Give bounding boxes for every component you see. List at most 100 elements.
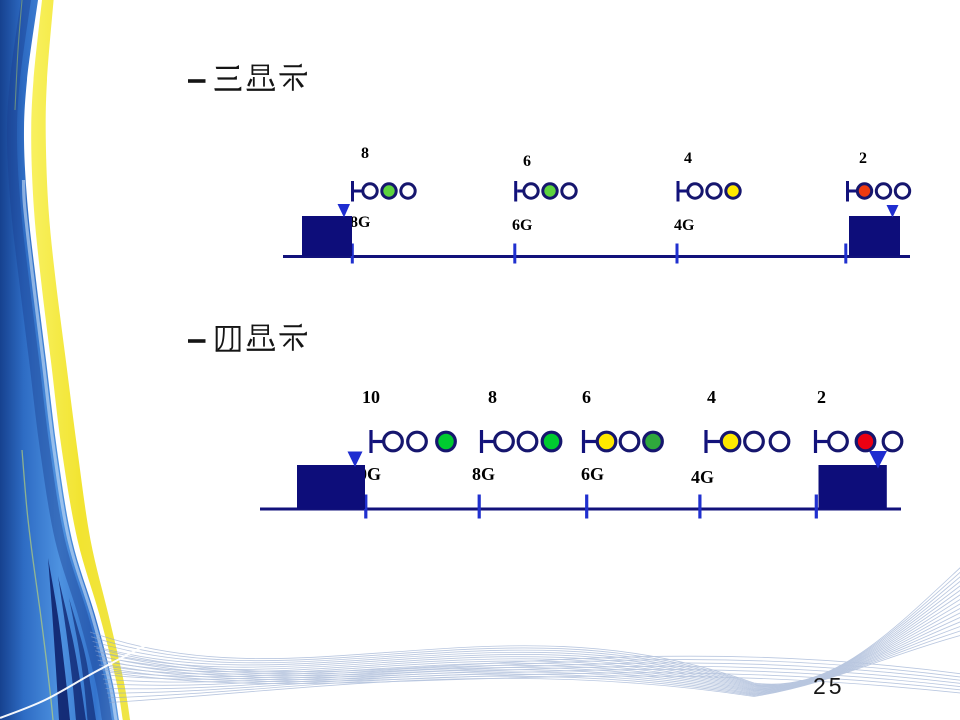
signal-2: [813, 430, 904, 453]
signal-number-label: 8: [361, 145, 369, 162]
signal-mast: [479, 430, 484, 453]
signal-light: [855, 182, 874, 200]
ribbon-blue-band: [0, 0, 119, 720]
signal-light: [854, 430, 877, 453]
signal-light: [686, 182, 704, 200]
bullet-dash: [188, 79, 206, 83]
ribbon-dark-streak: [58, 576, 86, 720]
block-label: 6G: [512, 217, 533, 234]
train-icon: [302, 216, 352, 256]
section-title-three-aspect: [188, 63, 307, 91]
signal-4: [676, 181, 742, 202]
signal-light: [406, 430, 428, 453]
signal-number-label: 10: [362, 387, 380, 407]
ribbon-yellow-band: [31, 0, 131, 720]
ribbon-green-line: [21, 449, 54, 720]
signal-arm: [817, 439, 829, 444]
signal-mast: [813, 430, 818, 453]
signal-light: [705, 182, 723, 200]
signal-arm: [372, 439, 384, 444]
signal-2: [846, 181, 912, 202]
signal-arm: [679, 189, 688, 193]
train-position-arrow-icon: [886, 205, 899, 218]
block-boundary-tick: [477, 494, 481, 519]
block-boundary-tick: [675, 243, 679, 264]
block-boundary-tick: [513, 243, 517, 264]
signal-light: [399, 182, 417, 200]
signal-light: [642, 430, 664, 453]
track-line: [283, 255, 910, 258]
signal-arm: [354, 189, 363, 193]
train-icon: [297, 465, 365, 509]
signal-mast: [846, 181, 849, 202]
section-title-four-aspect: [188, 323, 307, 352]
signal-arm: [483, 439, 495, 444]
signal-light: [493, 430, 515, 453]
train-icon: [849, 216, 900, 256]
left-ribbon-decoration: [0, 0, 131, 720]
signal-number-label: 4: [684, 150, 692, 167]
signal-10: [369, 430, 457, 453]
signal-number-label: 6: [523, 153, 531, 170]
train-position-arrow-icon: [337, 204, 350, 218]
block-boundary-tick: [814, 494, 818, 519]
bullet-dash: [188, 339, 206, 343]
track-line: [260, 507, 901, 511]
train-position-arrow-icon: [347, 451, 363, 467]
signal-arm: [707, 439, 721, 444]
signal-mast: [676, 181, 680, 202]
block-label: 8G: [350, 214, 371, 231]
ribbon-dark-streak: [48, 558, 70, 720]
block-label: 6G: [581, 464, 605, 484]
ribbon-green-line-top: [14, 0, 23, 111]
signal-light: [595, 430, 618, 453]
signal-light: [719, 430, 742, 453]
title-glyph-san: [214, 65, 242, 91]
signal-light: [382, 430, 404, 453]
signal-light: [874, 182, 893, 200]
signal-number-label: 6: [582, 387, 591, 407]
train-icon: [818, 465, 887, 509]
block-boundary-tick: [698, 494, 702, 519]
signal-light: [893, 182, 912, 200]
signal-number-label: 4: [707, 387, 716, 407]
signal-mast: [581, 430, 586, 453]
block-boundary-tick: [844, 243, 848, 264]
title-glyph-si: [215, 326, 241, 352]
signal-light: [522, 182, 540, 200]
signal-light: [743, 430, 765, 453]
signal-number-label: 2: [859, 150, 867, 167]
train-position-arrow-icon: [869, 451, 887, 469]
block-boundary-tick: [364, 494, 368, 519]
signal-light: [881, 430, 904, 453]
signal-light: [724, 182, 742, 200]
signal-arm: [517, 189, 524, 193]
signal-light: [380, 182, 398, 200]
page-number: 25: [813, 673, 845, 699]
signal-light: [827, 430, 849, 453]
signal-light: [560, 182, 578, 200]
footer-wave-lines: [89, 567, 960, 703]
signal-light: [541, 182, 559, 200]
signal-mast: [369, 430, 373, 453]
ribbon-dark-streak: [69, 598, 96, 720]
block-boundary-tick: [585, 494, 589, 519]
signal-mast: [704, 430, 708, 453]
signal-light: [361, 182, 379, 200]
signal-arm: [849, 189, 858, 193]
signal-light: [516, 430, 539, 453]
signal-light: [768, 430, 791, 453]
block-label: 4G: [674, 217, 695, 234]
signal-6: [514, 181, 578, 202]
signal-light: [435, 430, 457, 453]
block-boundary-tick: [350, 243, 354, 264]
signal-arm: [585, 439, 597, 444]
signal-light: [618, 430, 641, 453]
signal-light: [540, 430, 563, 453]
signal-4: [704, 430, 791, 453]
signal-mast: [351, 181, 354, 202]
